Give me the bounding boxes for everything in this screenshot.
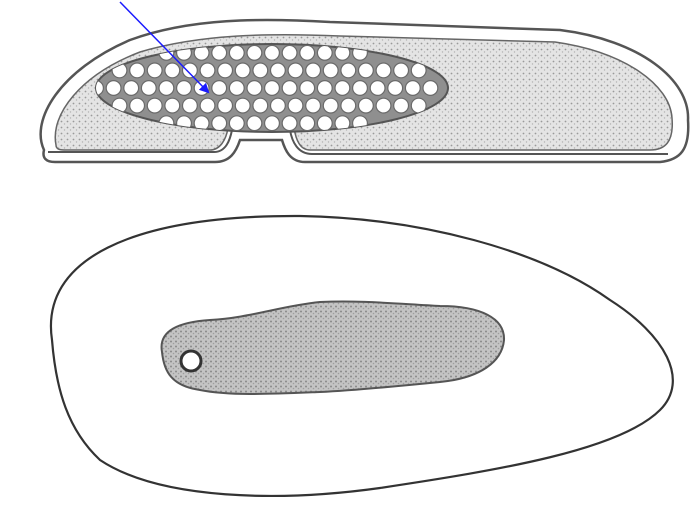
vacuole-granule [212,81,227,96]
top-specimen [41,20,689,162]
nucleolus [181,351,201,371]
vacuole-granule [300,45,315,60]
vacuole-granule [229,116,244,131]
vacuole-granule [229,81,244,96]
vacuole-granule [200,98,215,113]
vacuole-granule [253,63,268,78]
vacuole-granule [218,63,233,78]
vacuole-granule [147,63,162,78]
vacuole-granule [376,63,391,78]
vacuole-granule [265,45,280,60]
vacuole-granule [341,98,356,113]
vacuole-granule [218,98,233,113]
vacuole-granule [183,98,198,113]
vacuole-granule [317,81,332,96]
vacuole-granule [359,98,374,113]
vacuole-granule [288,63,303,78]
vacuole-granule [235,98,250,113]
vacuole-granule [394,98,409,113]
vacuole-granule [288,98,303,113]
vacuole-granule [306,63,321,78]
vacuole-granule [247,45,262,60]
vacuole-granule [265,81,280,96]
vacuole-granule [323,63,338,78]
vacuole-granule [235,63,250,78]
vacuole-granule [282,81,297,96]
vacuole-granule [147,98,162,113]
vacuole-granule [229,45,244,60]
vacuole-granule [271,63,286,78]
vacuole-granule [194,81,209,96]
vacuole-granule [282,45,297,60]
bottom-specimen [51,216,673,496]
vacuole-granule [200,63,215,78]
vacuole-granule [212,116,227,131]
vacuole-granule [300,81,315,96]
vacuole-granule [253,98,268,113]
vacuole-granule [247,116,262,131]
vacuole-granule [130,63,145,78]
vacuole-granule [130,98,145,113]
vacuole-granule [282,116,297,131]
vacuole-granule [359,63,374,78]
vacuole-granule [353,81,368,96]
vacuole-granule [394,63,409,78]
vacuole-granule [212,45,227,60]
vacuole-granule [405,81,420,96]
vacuole-granule [317,116,332,131]
vacuole-granule [300,116,315,131]
vacuole-granule [271,98,286,113]
vacuole-granule [376,98,391,113]
vacuole-granule [323,98,338,113]
vacuole-granule [165,98,180,113]
vacuole-granule [124,81,139,96]
vacuole-granule [177,81,192,96]
vacuole-granule [165,63,180,78]
vacuole-granule [388,81,403,96]
vacuole-cluster [89,44,448,132]
vacuole-granule [183,63,198,78]
vacuole-granule [141,81,156,96]
vacuole-granule [317,45,332,60]
vacuole-granule [106,81,121,96]
vacuole-granule [306,98,321,113]
vacuole-granule [247,81,262,96]
vacuole-granule [159,81,174,96]
vacuole-granule [265,116,280,131]
vacuole-granule [335,81,350,96]
vacuole-granule [370,81,385,96]
vacuole-granule [341,63,356,78]
vacuole-granule [423,81,438,96]
